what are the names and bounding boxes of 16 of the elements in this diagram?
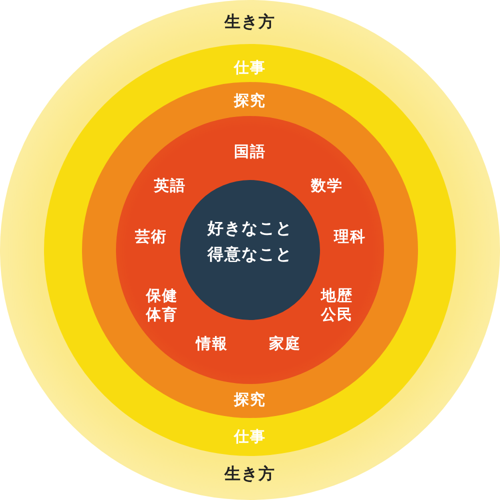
subject-label: 英語 [154,176,186,196]
ring-label: 生き方 [224,12,276,32]
subject-label: 理科 [334,228,366,246]
subject-label: 地歴公民 [320,286,354,324]
ring-label: 仕事 [234,428,266,446]
subject-label: 保健体育 [145,286,179,324]
subject-label: 家庭 [269,334,301,354]
subject-label: 芸術 [135,228,167,246]
ring-label: 探究 [234,390,266,410]
ring-label: 仕事 [234,58,266,78]
subject-label: 情報 [196,334,228,354]
ring-label: 生き方 [224,464,276,484]
center-label: 好きなこと得意なこと [206,217,294,265]
subject-label: 国語 [234,142,266,162]
subject-label: 数学 [311,176,343,196]
ring-label: 探究 [234,92,266,110]
